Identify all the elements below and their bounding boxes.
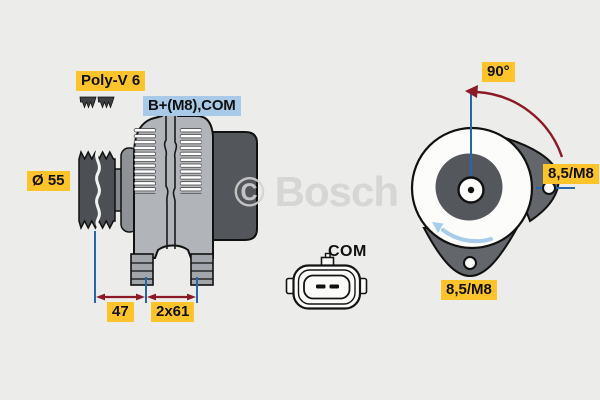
- connector-pin: [316, 284, 326, 289]
- rear-view: [410, 85, 575, 278]
- terminals-label: B+(M8),COM: [143, 96, 241, 116]
- arrowhead: [147, 293, 156, 301]
- louver-band-front: [133, 128, 157, 194]
- mounting-hole-bottom-label: 8,5/M8: [441, 280, 497, 300]
- dimension-lines: [94, 231, 198, 303]
- rotation-arrowhead: [432, 222, 444, 233]
- mounting-feet: [130, 253, 214, 286]
- pulley-diameter-label: Ø 55: [27, 171, 70, 191]
- extension-lines: [94, 231, 198, 303]
- angle-arc-arrowhead: [465, 85, 478, 98]
- mounting-hole-right-label: 8,5/M8: [543, 164, 599, 184]
- com-connector: [285, 252, 368, 310]
- angle-arc-90: [476, 90, 564, 158]
- belt-profile-icon: [79, 96, 115, 109]
- arrowhead: [96, 293, 105, 301]
- shaft-center-dot: [467, 186, 475, 194]
- connector-inner-cavity: [303, 274, 351, 300]
- dimension-47-label: 47: [107, 302, 134, 322]
- pulley-break-line: [95, 149, 101, 231]
- rotation-arrow: [441, 228, 493, 244]
- rear-cover: [204, 131, 258, 241]
- arrowhead: [136, 293, 145, 301]
- mounting-hole-bottom: [463, 256, 477, 270]
- casting-seam: [163, 112, 178, 249]
- louver-band-rear: [179, 128, 202, 194]
- dimension-2x61-label: 2x61: [151, 302, 195, 322]
- connector-com-label: COM: [328, 243, 367, 260]
- pulley: [78, 149, 116, 231]
- arrowhead: [187, 293, 196, 301]
- belt-type-label: Poly-V 6: [76, 71, 146, 91]
- mounting-angle-label: 90°: [482, 62, 515, 82]
- connector-pin: [329, 284, 339, 289]
- side-view: [78, 96, 258, 286]
